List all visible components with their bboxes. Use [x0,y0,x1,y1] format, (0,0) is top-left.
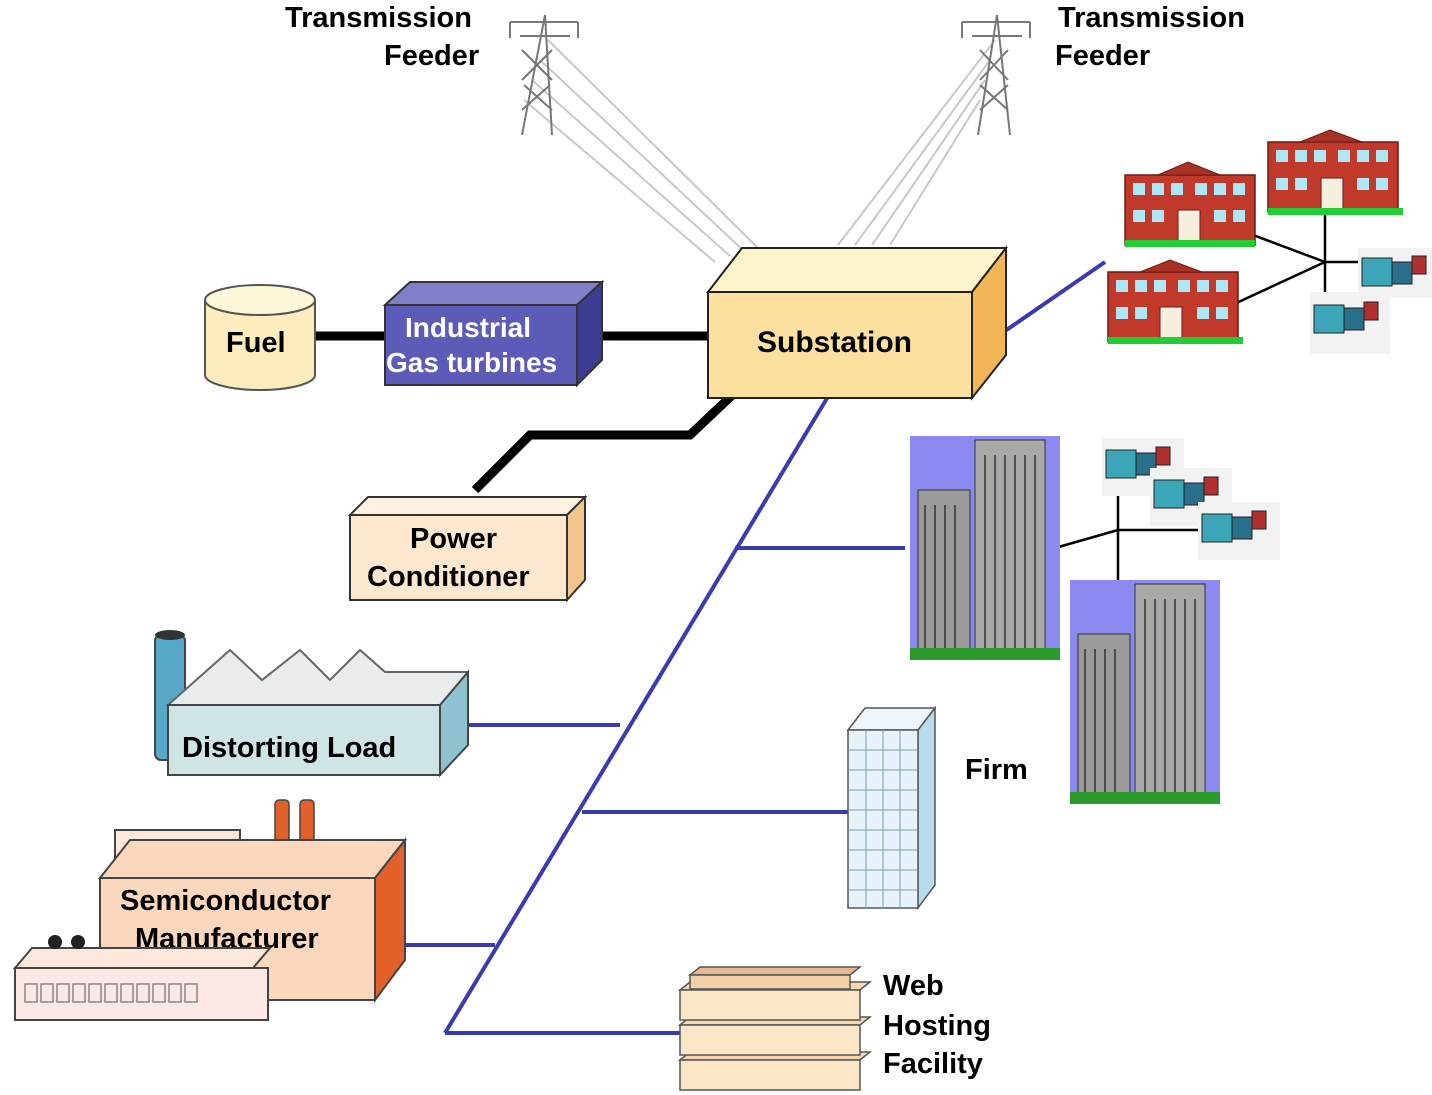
office-tower-icon [910,436,1060,660]
svg-text:Feeder: Feeder [384,40,479,72]
svg-text:Facility: Facility [883,1048,983,1080]
substation-label: Substation [757,326,912,359]
office-network-lines [1054,480,1200,582]
svg-text:Web: Web [883,970,944,1002]
industrial-gas-turbine: Industrial Gas turbines [382,279,605,388]
transmission-tower-icon [509,14,579,136]
power-conditioner-label-line1: Power [410,523,497,555]
semiconductor-manufacturer: Semiconductor Manufacturer [12,799,408,1021]
svg-text:Feeder: Feeder [1055,40,1150,72]
distorting-load-label: Distorting Load [182,732,396,764]
server-rack-icon [677,966,873,1091]
distribution-bus [385,260,1107,1035]
generator-icon [1198,502,1280,560]
fuel-tank: Fuel [204,284,316,391]
transmission-feeder-right-label: Transmission Feeder [1055,2,1245,72]
factory-icon: Distorting Load [154,630,469,778]
web-hosting-label: Web Hosting Facility [883,970,991,1080]
firm-label: Firm [965,754,1028,786]
turbine-label-line1: Industrial [405,312,531,343]
firm-building: Firm [846,705,1028,911]
semiconductor-label-line1: Semiconductor [120,885,331,917]
school-building-icon [1107,259,1243,344]
office-tower-icon [1070,580,1220,804]
generator-icon [1310,292,1390,354]
transmission-feeder-lines [523,39,996,263]
school-building-icon [1267,129,1403,215]
generator-icon [1358,248,1432,298]
fuel-label: Fuel [226,327,286,359]
svg-text:Transmission: Transmission [1058,2,1245,34]
turbine-label-line2: Gas turbines [386,347,557,378]
school-building-icon [1124,161,1256,247]
generation-connections [310,331,749,494]
campus-network-lines [1231,215,1362,307]
power-conditioner-label-line2: Conditioner [367,561,530,593]
svg-text:Transmission: Transmission [285,2,472,34]
transmission-tower-icon [961,14,1031,136]
svg-text:Hosting: Hosting [883,1010,991,1042]
power-conditioner: Power Conditioner [347,494,588,603]
transmission-feeder-left-label: Transmission Feeder [285,2,479,72]
substation: Substation [705,245,1009,401]
